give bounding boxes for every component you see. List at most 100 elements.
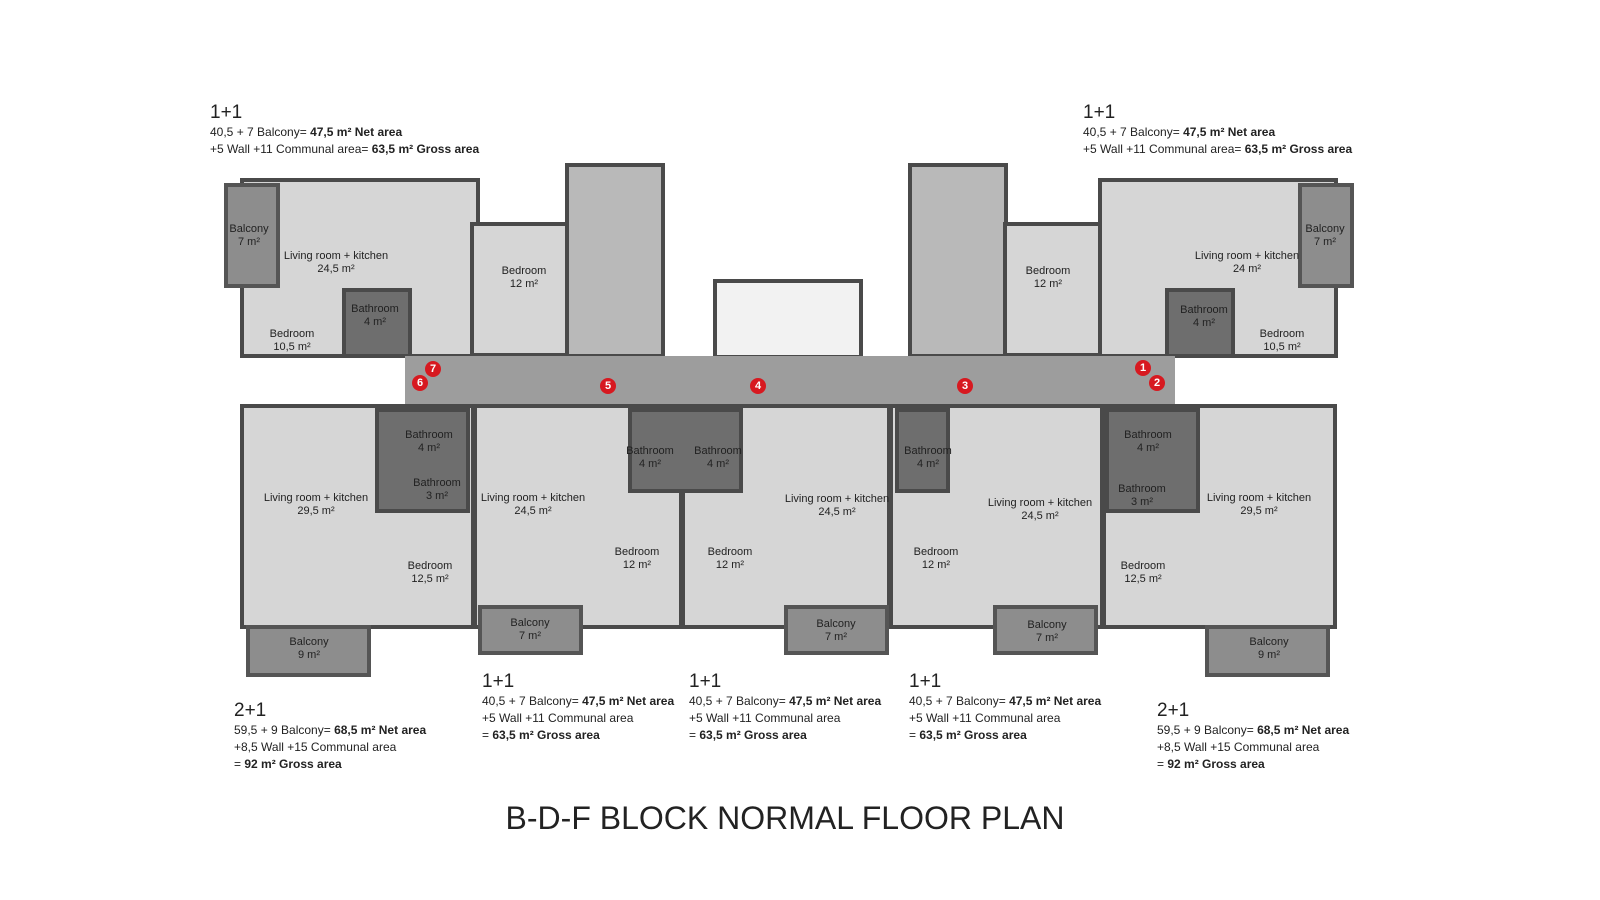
unit-caption: 1+1 40,5 + 7 Balcony= 47,5 m² Net area +…	[909, 671, 1101, 744]
room-area: 12 m²	[509, 278, 539, 290]
marker-5: 5	[600, 378, 616, 394]
room-area: 12 m²	[715, 559, 745, 571]
caption-bold: 63,5 m² Gross area	[1244, 142, 1353, 156]
room-area: 29,5 m²	[297, 505, 335, 517]
caption-bold: 92 m² Gross area	[1167, 757, 1265, 771]
room-area: 4 m²	[417, 442, 440, 454]
caption-line: 40,5 + 7 Balcony=	[210, 125, 311, 139]
room-area: 12,5 m²	[1124, 573, 1162, 585]
room-name: Balcony	[1249, 636, 1289, 648]
room-name: Bedroom	[913, 546, 959, 558]
caption-line: =	[909, 728, 920, 742]
caption-bold: 47,5 m² Net area	[1009, 694, 1102, 708]
room-area: 24,5 m²	[514, 505, 552, 517]
caption-line: +5 Wall +11 Communal area=	[210, 142, 372, 156]
room-area: 7 m²	[824, 631, 847, 643]
corridor	[405, 356, 1175, 406]
caption-bold: 63,5 m² Gross area	[699, 728, 807, 742]
unit-caption: 1+1 40,5 + 7 Balcony= 47,5 m² Net area +…	[689, 671, 881, 744]
caption-line: +8,5 Wall +15 Communal area	[1157, 740, 1320, 754]
caption-bold: 63,5 m² Gross area	[492, 728, 600, 742]
room-area: 4 m²	[706, 458, 729, 470]
room-area: 7 m²	[1313, 236, 1336, 248]
unit-type: 1+1	[482, 671, 515, 692]
bedroom	[470, 222, 570, 357]
room-area: 7 m²	[237, 236, 260, 248]
page-title: B-D-F BLOCK NORMAL FLOOR PLAN	[505, 800, 1065, 836]
caption-bold: 63,5 m² Gross area	[371, 142, 480, 156]
room-area: 3 m²	[1130, 496, 1153, 508]
room-area: 10,5 m²	[1263, 341, 1301, 353]
room-area: 4 m²	[916, 458, 939, 470]
unit-type: 2+1	[1157, 700, 1190, 721]
balcony	[993, 605, 1098, 655]
room-name: Bedroom	[1259, 328, 1305, 340]
caption-line: =	[689, 728, 700, 742]
room-area: 24,5 m²	[317, 263, 355, 275]
room-name: Bedroom	[407, 560, 453, 572]
caption-line: +5 Wall +11 Communal area	[689, 711, 841, 725]
caption-line: 40,5 + 7 Balcony=	[689, 694, 790, 708]
caption-bold: 68,5 m² Net area	[334, 723, 427, 737]
unit-type: 2+1	[234, 700, 267, 721]
caption-bold: 92 m² Gross area	[244, 757, 342, 771]
balcony	[224, 183, 280, 288]
room-name: Bedroom	[269, 328, 315, 340]
room-name: Living room + kitchen	[480, 492, 586, 504]
room-name: Balcony	[1027, 619, 1067, 631]
caption-line: =	[234, 757, 245, 771]
caption-line: 59,5 + 9 Balcony=	[1157, 723, 1258, 737]
balcony	[246, 625, 371, 677]
caption-bold: 47,5 m² Net area	[789, 694, 882, 708]
room-name: Bathroom	[626, 445, 674, 457]
room-name: Balcony	[510, 617, 550, 629]
room-name: Bathroom	[1124, 429, 1172, 441]
room-area: 4 m²	[363, 316, 386, 328]
caption-line: 40,5 + 7 Balcony=	[909, 694, 1010, 708]
room-area: 29,5 m²	[1240, 505, 1278, 517]
room-name: Bathroom	[405, 429, 453, 441]
room-area: 24,5 m²	[1021, 510, 1059, 522]
unit-caption: 2+1 59,5 + 9 Balcony= 68,5 m² Net area +…	[234, 700, 426, 773]
room-name: Bedroom	[1025, 265, 1071, 277]
unit-type: 1+1	[1083, 102, 1116, 123]
marker-2: 2	[1149, 375, 1165, 391]
unit-caption: 1+1 40,5 + 7 Balcony= 47,5 m² Net area +…	[210, 102, 479, 158]
balcony	[478, 605, 583, 655]
room-name: Living room + kitchen	[987, 497, 1093, 509]
caption-line: +8,5 Wall +15 Communal area	[234, 740, 397, 754]
room-area: 9 m²	[1257, 649, 1280, 661]
marker-4: 4	[750, 378, 766, 394]
caption-bold: 68,5 m² Net area	[1257, 723, 1350, 737]
bathroom	[895, 408, 950, 493]
caption-bold: 47,5 m² Net area	[310, 125, 403, 139]
caption-line: +5 Wall +11 Communal area=	[1083, 142, 1245, 156]
room-name: Bathroom	[694, 445, 742, 457]
room-area: 12 m²	[921, 559, 951, 571]
caption-line: =	[482, 728, 493, 742]
caption-line: 59,5 + 9 Balcony=	[234, 723, 335, 737]
caption-line: +5 Wall +11 Communal area	[482, 711, 634, 725]
unit-type: 1+1	[689, 671, 722, 692]
room-name: Bathroom	[413, 477, 461, 489]
balcony	[1298, 183, 1354, 288]
